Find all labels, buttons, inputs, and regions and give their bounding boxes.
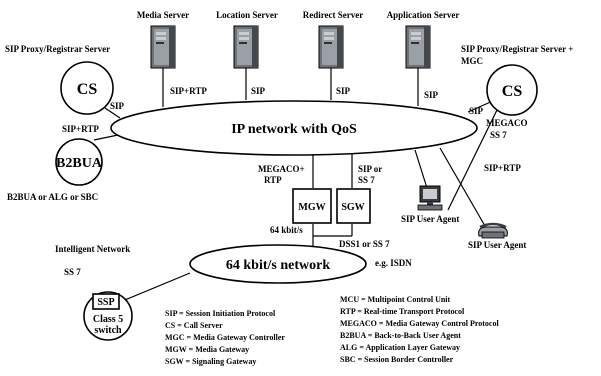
mgw-megaco-label-1: MEGACO+ (258, 164, 305, 174)
cs-right-ss7-label: SS 7 (490, 130, 507, 140)
media-link-label: SIP+RTP (170, 86, 207, 96)
sip-proxy-right-caption-1: SIP Proxy/Registrar Server + (461, 44, 573, 54)
redirect-server-icon (318, 25, 344, 69)
legend-left-item: MGC = Media Gateway Controller (165, 333, 285, 342)
cs-left-link-label: SIP (110, 101, 125, 111)
legend-right-item: MCU = Multipoint Control Unit (340, 295, 451, 304)
cs-right-node (486, 64, 538, 116)
ua2-link-label: SIP+RTP (484, 163, 521, 173)
legend-right-item: B2BUA = Back-to-Back User Agent (340, 331, 461, 340)
sip-user-agent-1-label: SIP User Agent (401, 214, 459, 224)
redirect-link-label: SIP (336, 86, 351, 96)
mgw-64k-label: 64 kbit/s (270, 225, 303, 235)
b2bua-link-label: SIP+RTP (62, 124, 99, 134)
cs-right-sgw-link (447, 109, 498, 211)
legend-left-item: MGW = Media Gateway (165, 345, 249, 354)
legend-left-item: SGW = Signaling Gateway (165, 357, 256, 366)
cs-right-label: CS (502, 83, 523, 100)
dss1-label: DSS1 or SS 7 (339, 239, 390, 249)
application-server-icon (405, 25, 431, 69)
legend-left: SIP = Session Initiation Protocol CS = C… (165, 309, 285, 366)
ua2-link (439, 147, 486, 227)
sip-proxy-left-caption: SIP Proxy/Registrar Server (5, 44, 110, 54)
intelligent-network-caption: Intelligent Network (55, 244, 130, 254)
b2bua-label: B2BUA (56, 156, 103, 171)
ssp-node (92, 293, 120, 310)
application-link-label: SIP (424, 90, 439, 100)
location-link-label: SIP (251, 86, 266, 96)
b2bua-caption: B2BUA or ALG or SBC (7, 192, 98, 202)
legend-right-item: MEGACO = Media Gateway Control Protocol (340, 319, 499, 328)
cs-left-label: CS (77, 81, 98, 98)
redirect-server-label: Redirect Server (303, 10, 364, 20)
legend-right-item: ALG = Application Layer Gateway (340, 343, 460, 352)
legend-left-item: SIP = Session Initiation Protocol (165, 309, 276, 318)
isdn-label: e.g. ISDN (375, 258, 412, 268)
media-server-icon (150, 25, 176, 69)
tdm-network-label: 64 kbit/s network (226, 258, 330, 273)
ssp-label: SSP (97, 297, 114, 308)
class5-label-1: Class 5 (93, 314, 123, 325)
b2bua-link (93, 134, 119, 141)
media-server-label: Media Server (137, 10, 189, 20)
sip-proxy-right-caption-2: MGC (461, 56, 483, 66)
cs-left-node (60, 61, 114, 115)
legend-right-item: SBC = Session Border Controller (340, 355, 454, 364)
class5-label-2: switch (94, 325, 122, 336)
legend-right: MCU = Multipoint Control Unit RTP = Real… (340, 295, 499, 364)
cs-right-megaco-label: MEGACO (486, 118, 528, 128)
ip-network-cloud (110, 100, 478, 156)
application-server-label: Application Server (387, 10, 460, 20)
legend-left-item: CS = Call Server (165, 321, 223, 330)
mgw-megaco-label-2: RTP (264, 175, 282, 185)
mgw-node (292, 188, 332, 224)
phone-icon (478, 222, 508, 239)
sgw-sip-label-2: SS 7 (358, 175, 375, 185)
sip-user-agent-2-label: SIP User Agent (468, 240, 526, 250)
tdm-network-cloud (189, 244, 367, 284)
cs-left-link (104, 107, 121, 119)
sgw-label: SGW (341, 202, 364, 213)
ssp-tdm-link (119, 272, 191, 303)
b2bua-node (55, 138, 103, 186)
computer-icon (417, 185, 443, 211)
cs-right-sip-label: SIP (469, 106, 484, 116)
sgw-sip-label-1: SIP or (358, 164, 382, 174)
legend-right-item: RTP = Real-time Transport Protocol (340, 307, 465, 316)
sgw-node (336, 188, 371, 224)
ip-network-label: IP network with QoS (231, 122, 357, 137)
location-server-label: Location Server (216, 10, 278, 20)
mgw-label: MGW (298, 202, 325, 213)
ssp-ss7-label: SS 7 (64, 267, 81, 277)
location-server-icon (233, 25, 259, 69)
ua1-link (414, 149, 428, 189)
